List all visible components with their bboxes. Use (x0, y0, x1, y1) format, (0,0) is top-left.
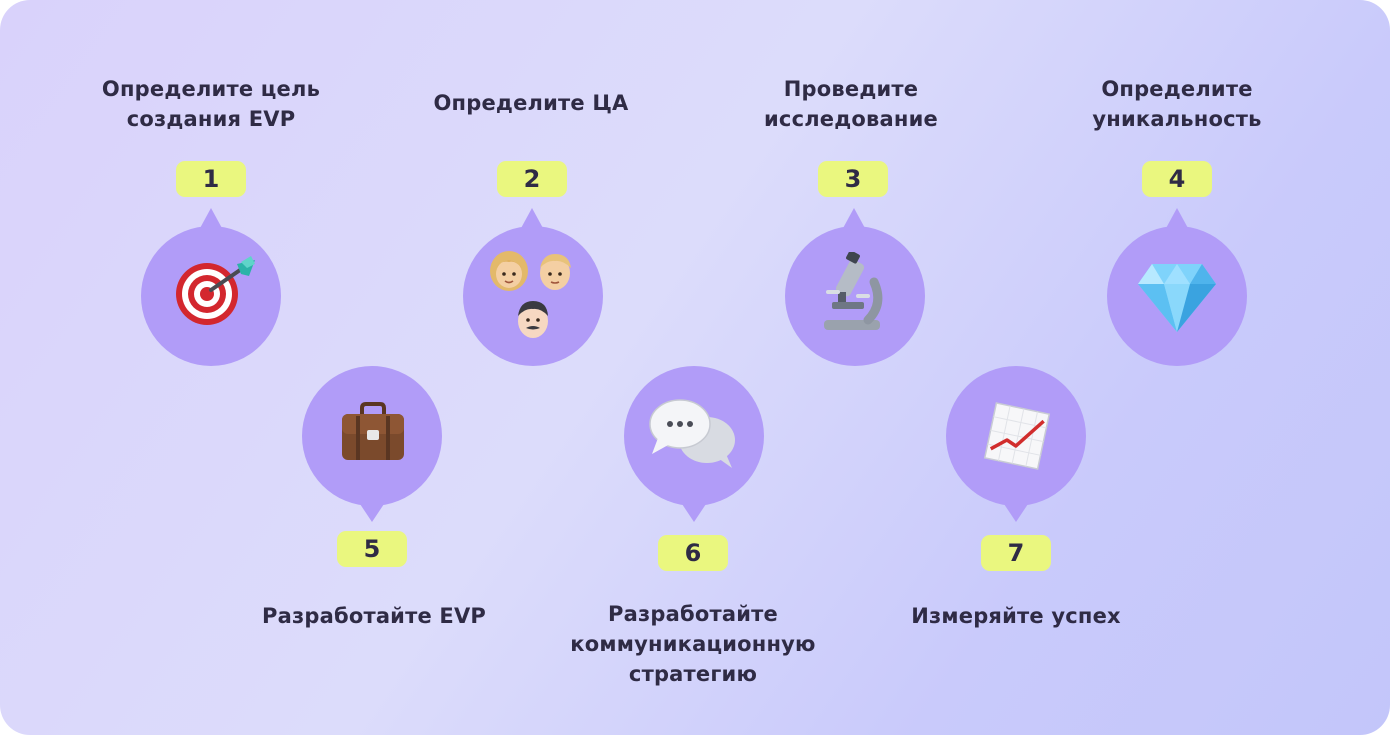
growth-chart-icon (983, 402, 1051, 470)
step-4-pointer (1165, 208, 1189, 230)
step-5-title: Разработайте EVP (261, 604, 487, 628)
diamond-icon (1138, 264, 1216, 332)
briefcase-icon (342, 402, 404, 460)
people-group-icon (490, 251, 571, 338)
step-7-pointer (1004, 504, 1028, 522)
step-6-badge: 6 (658, 535, 728, 571)
step-3-circle (785, 226, 925, 366)
microscope-icon (824, 252, 883, 330)
step-6-pointer (682, 504, 706, 522)
step-5-badge: 5 (337, 531, 407, 567)
step-7-title: Измеряйте успех (911, 604, 1121, 628)
step-2-pointer (520, 208, 544, 230)
step-6-title: Разработайте коммуникационную стратегию (570, 602, 816, 686)
step-1-pointer (199, 208, 223, 230)
step-3-badge: 3 (818, 161, 888, 197)
step-3-pointer (842, 208, 866, 230)
step-4-title: Определите уникальность (1092, 77, 1262, 131)
step-2-title: Определите ЦА (433, 91, 629, 115)
step-2-circle (463, 226, 603, 366)
step-1-badge: 1 (176, 161, 246, 197)
step-5-pointer (360, 504, 384, 522)
step-2-badge: 2 (497, 161, 567, 197)
step-1-title: Определите цель создания EVP (101, 77, 321, 131)
speech-bubbles-icon (649, 399, 735, 468)
step-4-badge: 4 (1142, 161, 1212, 197)
dart-target-icon (176, 256, 255, 325)
step-7-badge: 7 (981, 535, 1051, 571)
step-3-title: Проведите исследование (764, 77, 938, 131)
